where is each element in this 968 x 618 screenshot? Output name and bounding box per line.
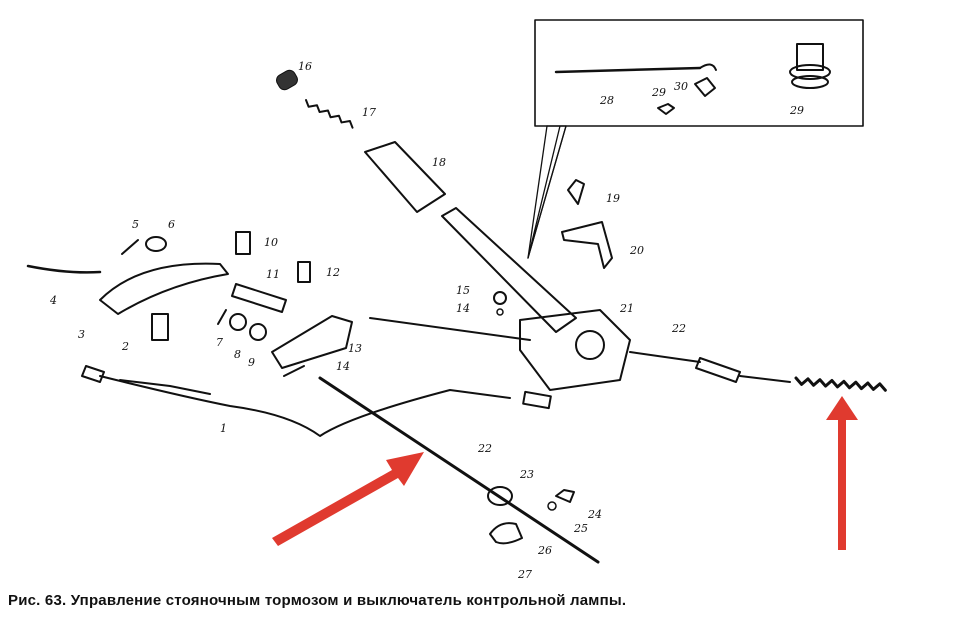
part-label: 24 [587, 508, 602, 521]
bolt-10 [235, 231, 251, 255]
pin-7 [217, 309, 227, 325]
part-label: 17 [362, 106, 376, 119]
part-labels: 1 2 3 4 5 6 7 8 9 10 11 12 13 14 14 15 1… [49, 60, 804, 581]
part-label: 22 [477, 442, 492, 455]
bolt-24 [555, 489, 575, 503]
part-label: 6 [168, 218, 175, 231]
exploded-diagram: 1 2 3 4 5 6 7 8 9 10 11 12 13 14 14 15 1… [26, 19, 887, 581]
part-label: 22 [671, 322, 686, 335]
spring-17 [305, 99, 354, 129]
bolt-2 [151, 313, 169, 341]
part-label: 16 [298, 60, 312, 73]
lever-3 [99, 262, 229, 315]
part-label: 29 [651, 86, 666, 99]
part-label: 18 [432, 156, 446, 169]
part-label: 8 [234, 348, 241, 361]
clip-26 [489, 522, 523, 545]
nut-6 [145, 236, 167, 252]
clamp-23 [487, 486, 513, 506]
part-label: 10 [264, 236, 278, 249]
red-arrow-left [272, 452, 424, 546]
switch-29 [789, 43, 831, 89]
part-label: 3 [78, 328, 85, 341]
part-label: 20 [629, 244, 644, 257]
red-arrow-right [826, 396, 858, 550]
bolt-12 [297, 261, 311, 283]
knob-16 [276, 69, 298, 91]
cable-22 [318, 376, 600, 564]
part-label: 15 [456, 284, 470, 297]
washer-8 [229, 313, 247, 331]
bracket-20 [561, 221, 613, 269]
threaded-rod [794, 376, 887, 392]
part-label: 23 [519, 468, 534, 481]
bracket-13 [271, 315, 353, 369]
part-label: 26 [537, 544, 552, 557]
part-label: 21 [619, 302, 634, 315]
handle-assembly [276, 69, 631, 391]
pin-14 [283, 365, 305, 377]
left-parts [26, 231, 353, 377]
part-label: 29 [789, 104, 804, 117]
part-label: 19 [606, 192, 620, 205]
lever-rod [441, 207, 577, 333]
link-11 [231, 283, 287, 313]
part-label: 12 [326, 266, 340, 279]
part-label: 5 [132, 218, 139, 231]
ratchet-21 [519, 309, 631, 391]
part-label: 13 [348, 342, 362, 355]
part-label: 30 [674, 80, 688, 93]
cables [81, 317, 887, 564]
part-label: 28 [599, 94, 614, 107]
screw-29 [657, 103, 675, 115]
part-label: 1 [220, 422, 227, 435]
part-label: 7 [216, 336, 223, 349]
spring-4 [26, 264, 102, 274]
part-label: 4 [49, 294, 57, 307]
nut-9 [249, 323, 267, 341]
bracket-30 [694, 77, 716, 97]
part-label: 2 [121, 340, 129, 353]
rod-28 [554, 66, 702, 74]
part-label: 27 [517, 568, 532, 581]
part-label: 11 [266, 268, 280, 281]
washer-25 [547, 501, 557, 511]
grip-18 [364, 141, 446, 213]
inset-box [527, 19, 864, 259]
pin-19 [567, 179, 585, 205]
part-label: 14 [336, 360, 350, 373]
part-label: 14 [456, 302, 470, 315]
part-label: 9 [248, 356, 255, 369]
part-label: 25 [573, 522, 588, 535]
pin-5 [121, 239, 139, 255]
figure-caption: Рис. 63. Управление стояночным тормозом … [8, 592, 627, 609]
